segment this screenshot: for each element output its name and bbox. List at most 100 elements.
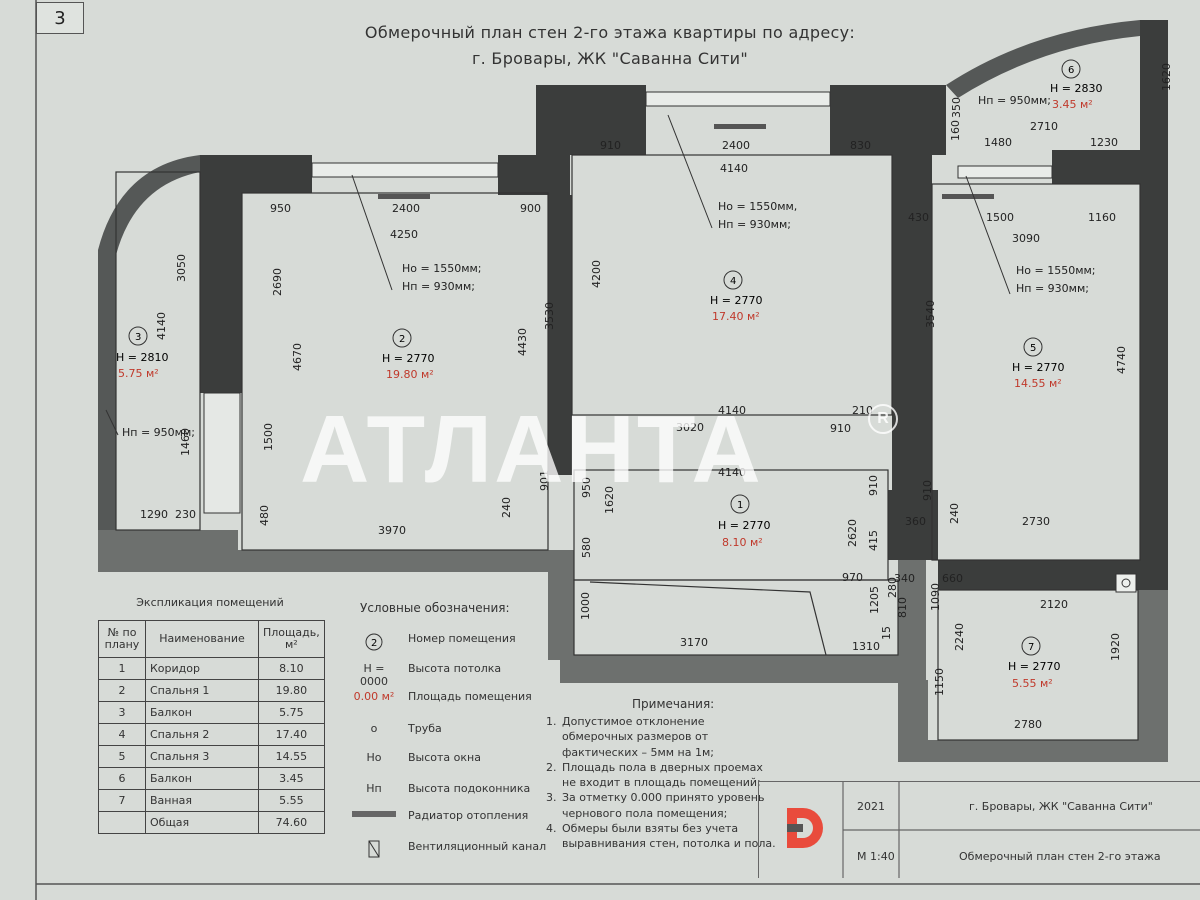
svg-text:5.55 м²: 5.55 м² [1012,677,1053,690]
svg-text:3090: 3090 [1012,232,1040,245]
svg-text:660: 660 [942,572,963,585]
svg-text:360: 360 [905,515,926,528]
svg-text:2400: 2400 [392,202,420,215]
svg-text:910: 910 [830,422,851,435]
balcony-3-arc-wall [98,155,200,530]
room-2-label: 2 Н = 2770 19.80 м² [382,328,434,381]
svg-text:1160: 1160 [1088,211,1116,224]
svg-text:6: 6 [1068,65,1074,76]
outer-wall-ring [98,530,1168,762]
svg-text:1090: 1090 [929,583,942,611]
corridor-wall-line [589,581,827,656]
note-item: 1.Допустимое отклонение обмерочных разме… [546,715,714,759]
watermark-registered-icon: R [868,404,898,434]
company-logo-icon [779,802,827,854]
radiator-icon [350,809,398,822]
svg-text:900: 900 [520,202,541,215]
dimension-labels: 950 2400 900 4250 2690 4670 1500 480 397… [140,63,1173,731]
svg-text:1500: 1500 [986,211,1014,224]
svg-text:4200: 4200 [590,260,603,288]
svg-text:7: 7 [1028,642,1034,653]
svg-text:4140: 4140 [718,466,746,479]
svg-text:910: 910 [867,475,880,496]
svg-text:Н = 2770: Н = 2770 [710,294,762,307]
room-number-icon: 2 [350,632,398,655]
svg-text:415: 415 [867,530,880,551]
svg-text:4: 4 [730,276,736,287]
svg-text:230: 230 [175,508,196,521]
svg-text:430: 430 [908,211,929,224]
svg-text:3530: 3530 [543,302,556,330]
svg-text:2120: 2120 [1040,598,1068,611]
legend-radiator: Радиатор отопления [350,809,550,829]
room-6-label: 6 Н = 2830 3.45 м² [1050,59,1102,111]
radiators [378,124,994,199]
stamp-description: Обмерочный план стен 2-го этажа [959,850,1161,863]
ventilation-icon [350,840,398,861]
svg-text:970: 970 [842,571,863,584]
svg-text:1: 1 [737,500,743,511]
pipe-symbol [1115,573,1137,593]
legend-pipe: o Труба [350,722,550,742]
explication-header-num: № по плану [98,620,146,658]
svg-text:910: 910 [600,139,621,152]
svg-text:3: 3 [135,332,141,343]
svg-text:Нo = 1550мм,: Нo = 1550мм, [718,200,797,213]
svg-text:4670: 4670 [291,343,304,371]
legend-ceiling-height: Н = 0000 Высота потолка [360,662,502,688]
legend-room-number: 2 Номер помещения [350,632,550,652]
room-1-label: 1 Н = 2770 8.10 м² [718,494,770,549]
windows [311,91,1053,179]
svg-text:3170: 3170 [680,636,708,649]
svg-text:340: 340 [894,572,915,585]
plan-title: Обмерочный план стен 2-го этажа квартиры… [330,20,890,72]
svg-text:15: 15 [880,626,893,640]
svg-text:14.55 м²: 14.55 м² [1014,377,1062,390]
svg-text:Н = 2770: Н = 2770 [718,519,770,532]
svg-text:910: 910 [921,480,934,501]
note-item: 2.Площадь пола в дверных проемах не вход… [546,760,763,790]
plan-title-line2: г. Бровары, ЖК "Саванна Сити" [471,49,749,68]
svg-text:19.80 м²: 19.80 м² [386,368,434,381]
sheet-number: 3 [36,2,84,34]
legend-ventilation: Вентиляционный канал [350,840,550,860]
svg-text:2: 2 [371,638,377,649]
explication-header-area: Площадь, м² [258,620,325,658]
window-notes: Нo = 1550мм; Нп = 930мм; Нo = 1550мм, Нп… [105,94,1096,439]
svg-text:1620: 1620 [1160,63,1173,91]
svg-text:Н = 2770: Н = 2770 [382,352,434,365]
svg-text:830: 830 [850,139,871,152]
svg-text:580: 580 [580,537,593,558]
title-stamp: 2021 М 1:40 г. Бровары, ЖК "Саванна Сити… [758,781,1200,878]
legend-room-area: 0.00 м² Площадь помещения [353,690,532,703]
svg-text:480: 480 [258,505,271,526]
explication-title: Экспликация помещений [136,596,284,609]
notes-list: 1.Допустимое отклонение обмерочных разме… [546,714,776,852]
svg-text:2690: 2690 [271,268,284,296]
svg-text:1290: 1290 [140,508,168,521]
explication-header-row: № по плану Наименование Площадь, м² [98,620,325,658]
svg-text:210: 210 [852,404,873,417]
room-7-label: 7 Н = 2770 5.55 м² [1008,636,1060,690]
svg-text:1920: 1920 [1109,633,1122,661]
svg-text:1230: 1230 [1090,136,1118,149]
svg-text:8.10 м²: 8.10 м² [722,536,763,549]
svg-text:1000: 1000 [579,592,592,620]
svg-text:2: 2 [399,334,405,345]
svg-text:Нп = 950мм;: Нп = 950мм; [122,426,195,439]
stamp-address: г. Бровары, ЖК "Саванна Сити" [969,800,1153,813]
note-item: 4.Обмеры были взяты без учета выравниван… [546,822,776,851]
note-item: 3.За отметку 0.000 принято уровень черно… [546,791,765,820]
svg-text:810: 810 [896,597,909,618]
svg-text:Нп = 950мм;: Нп = 950мм; [978,94,1051,107]
svg-text:350: 350 [950,97,963,118]
svg-text:Нo = 1550мм;: Нo = 1550мм; [1016,264,1096,277]
svg-text:1310: 1310 [852,640,880,653]
svg-text:2400: 2400 [722,139,750,152]
svg-text:Нo = 1550мм;: Нo = 1550мм; [402,262,482,275]
